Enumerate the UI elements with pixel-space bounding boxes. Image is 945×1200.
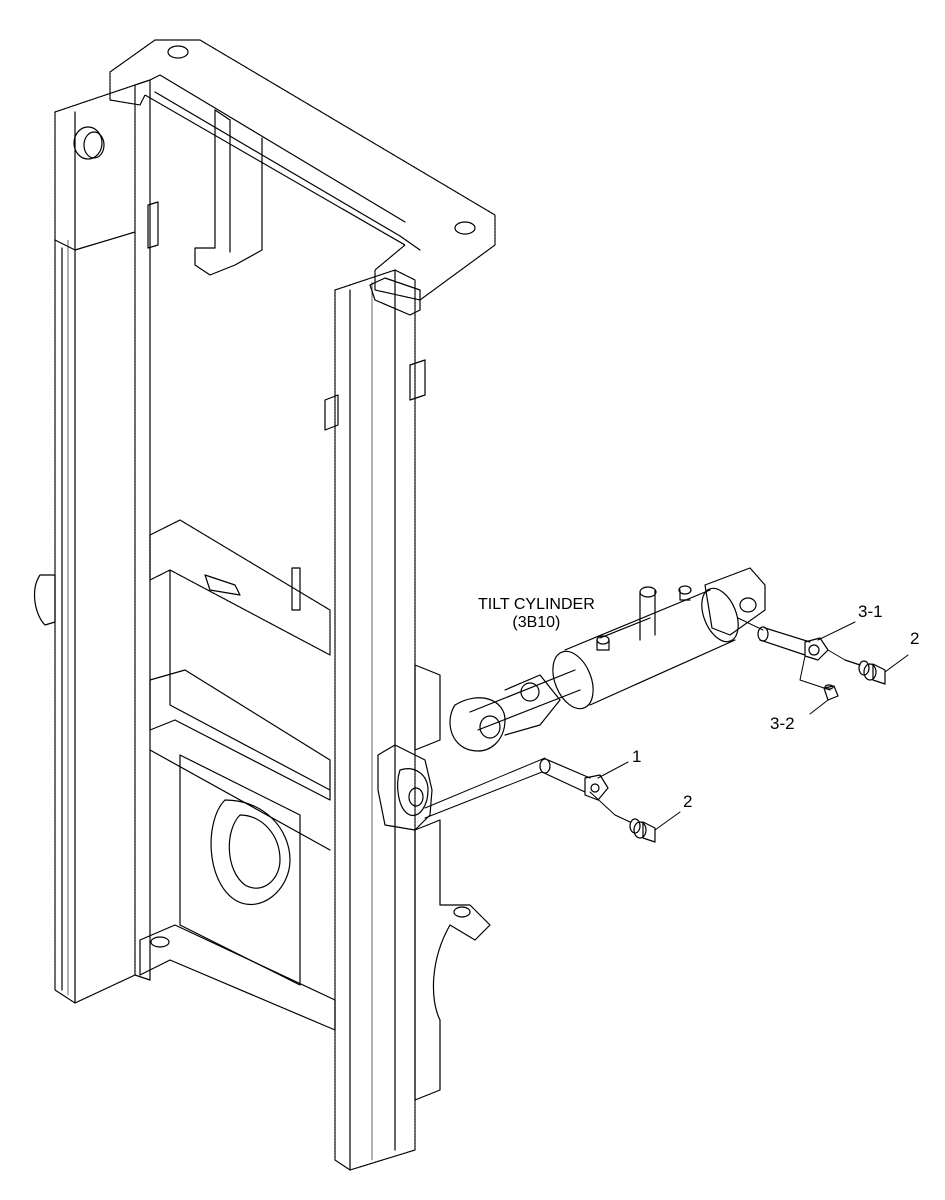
- assembly-title: TILT CYLINDER: [478, 596, 595, 613]
- alignment-line-upper: [589, 791, 616, 816]
- mast-frame: [33, 39, 496, 1171]
- pin-3-1: [757, 626, 829, 661]
- bolt-washer-2-upper: [844, 659, 886, 685]
- callout-3-2: 3-2: [770, 714, 795, 733]
- leader-3-2: [809, 699, 829, 715]
- bottom-bolt-hole: [150, 936, 170, 948]
- leader-lines: [424, 617, 909, 831]
- callout-2-upper: 2: [910, 629, 920, 648]
- grease-fitting-3-2: [823, 684, 839, 701]
- alignment-line-lower: [424, 757, 546, 809]
- top-bolt-hole-right: [454, 221, 476, 235]
- pin-1: [539, 758, 609, 801]
- callout-2-lower: 2: [683, 792, 693, 811]
- upper-roller-pin: [73, 126, 103, 160]
- assembly-ref: (3B10): [512, 614, 561, 631]
- bracket-pin-hole: [408, 787, 424, 807]
- clevis-pin-hole: [739, 597, 757, 613]
- callout-1: 1: [632, 747, 642, 766]
- leader-3-1: [817, 621, 856, 641]
- leader-1: [597, 761, 629, 779]
- rod-eye-hole: [479, 715, 501, 739]
- leader-2-upper: [884, 654, 909, 673]
- tilt-cylinder: [449, 567, 766, 752]
- callout-3-1: 3-1: [858, 602, 883, 621]
- mast-mount-bracket: [377, 744, 433, 831]
- bolt-washer-2-lower: [614, 814, 656, 843]
- leader-2-lower: [654, 811, 681, 831]
- top-bolt-hole-left: [167, 45, 189, 59]
- assembly-title-block: TILT CYLINDER (3B10): [478, 596, 595, 632]
